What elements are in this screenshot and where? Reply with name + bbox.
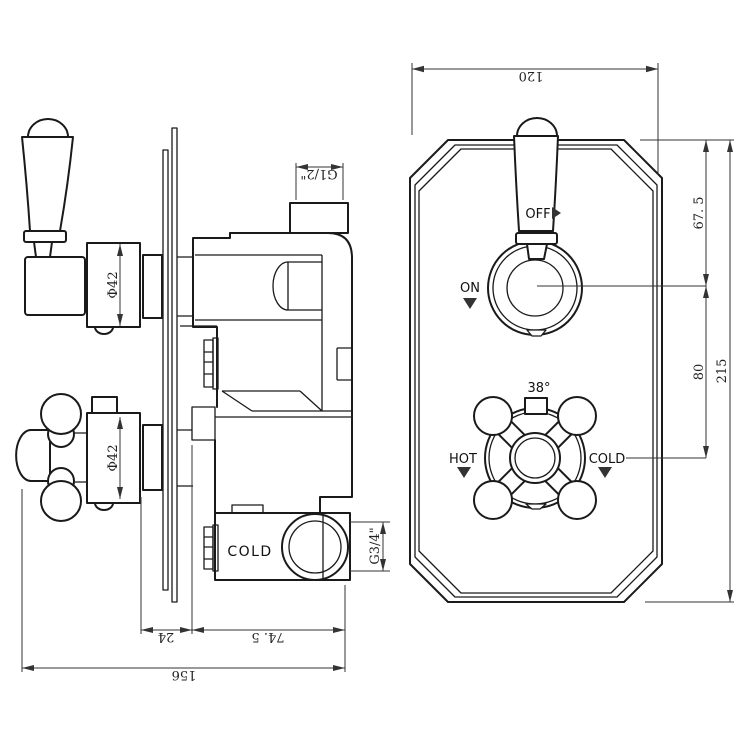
cold-pointer-icon [598, 467, 612, 478]
cross-lobe-top-left [473, 396, 513, 436]
plate-body-connectors [177, 256, 217, 487]
hot-pointer-icon [457, 467, 471, 478]
dim-74-5-label: 74. 5 [251, 629, 284, 644]
inlet-thread-label: G1/2" [300, 166, 337, 181]
outlet-circle-inner [288, 520, 342, 574]
cross-lobe-top [40, 393, 82, 435]
dim-phi42-top-label: Φ42 [106, 271, 121, 298]
faceplate-outer-border [409, 139, 663, 603]
side-view: COLD [15, 118, 390, 682]
hot-label: HOT [449, 452, 477, 467]
front-view: OFF ON 38° HOT COLD [409, 63, 734, 603]
outlet-thread-label: G3/4" [368, 527, 383, 564]
body-bolt-lower [203, 524, 219, 572]
lever-handle-side [21, 118, 163, 511]
dim-80-label: 80 [692, 364, 707, 381]
dial-inner-circle [506, 259, 564, 317]
lever-grip-front [513, 135, 559, 232]
cartridge-arc [272, 261, 289, 311]
side-view-dimensions: G1/2" Φ42 Φ42 G3/4" 24 74. 5 156 [21, 163, 390, 682]
cross-handle-front [473, 396, 597, 520]
cross-lobe-bottom [40, 480, 82, 522]
cross-end-cap [15, 429, 51, 482]
on-label: ON [460, 281, 480, 296]
on-pointer-icon [463, 298, 477, 309]
outlet-circle-outer [281, 513, 349, 581]
lever-grip [21, 136, 74, 232]
dim-24-label: 24 [158, 629, 175, 644]
temp-38-label: 38° [527, 381, 550, 396]
dim-120-label: 120 [519, 68, 544, 83]
dim-67-5-label: 67. 5 [692, 196, 707, 229]
cross-lobe-top-right [557, 396, 597, 436]
lever-valve-cylinder [24, 256, 86, 316]
lever-dome-front [516, 117, 558, 137]
cross-lobe-bottom-right [557, 480, 597, 520]
cross-lobe-bottom-left [473, 480, 513, 520]
cross-handle-side [15, 393, 163, 522]
cold-label: COLD [589, 452, 626, 467]
faceplate [409, 139, 663, 603]
off-pointer-icon [552, 207, 561, 219]
cross-boss-outer [509, 432, 561, 484]
off-label: OFF [525, 207, 550, 222]
valve-body-side: COLD [192, 202, 353, 581]
inlet-port [289, 202, 349, 234]
body-bolt-upper [203, 337, 219, 390]
cold-port-body: COLD [203, 504, 351, 581]
dim-phi42-bottom-label: Φ42 [106, 444, 121, 471]
lever-dome [27, 118, 69, 138]
front-view-dimensions: 120 67. 5 80 215 [411, 63, 734, 603]
cold-port-label: COLD [227, 544, 272, 560]
cross-index-tab [524, 397, 548, 415]
lever-dial-front [487, 117, 583, 337]
lever-trim-ring [86, 242, 141, 328]
dim-215-label: 215 [715, 359, 730, 384]
wall-plate-side [162, 127, 178, 603]
dim-156-label: 156 [172, 667, 197, 682]
